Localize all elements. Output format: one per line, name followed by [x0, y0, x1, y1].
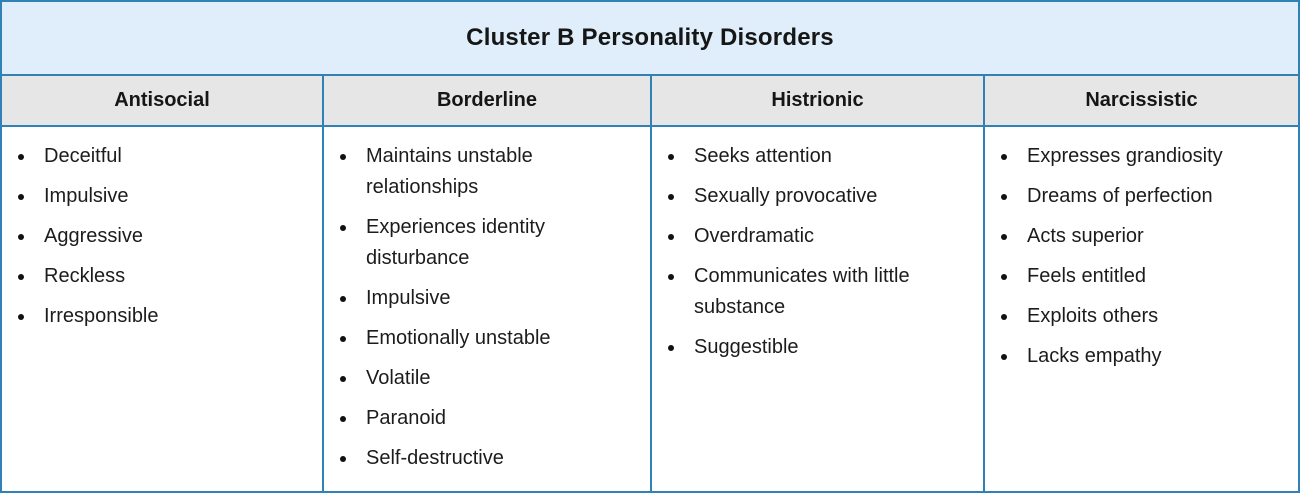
narcissistic-traits-list: Expresses grandiosityDreams of perfectio…: [985, 141, 1298, 372]
trait-item: Impulsive: [358, 283, 638, 314]
trait-item: Exploits others: [1019, 301, 1286, 332]
trait-item: Maintains unstable relationships: [358, 141, 638, 203]
trait-item: Feels entitled: [1019, 261, 1286, 292]
trait-item: Communicates with little substance: [686, 261, 971, 323]
trait-item: Lacks empathy: [1019, 341, 1286, 372]
antisocial-traits-list: DeceitfulImpulsiveAggressiveRecklessIrre…: [2, 141, 322, 332]
trait-item: Volatile: [358, 363, 638, 394]
column-header-antisocial: Antisocial: [2, 76, 324, 125]
trait-item: Self-destructive: [358, 443, 638, 474]
trait-item: Paranoid: [358, 403, 638, 434]
table-title-row: Cluster B Personality Disorders: [2, 2, 1298, 76]
antisocial-traits-cell: DeceitfulImpulsiveAggressiveRecklessIrre…: [2, 127, 324, 491]
table-body: DeceitfulImpulsiveAggressiveRecklessIrre…: [2, 127, 1298, 491]
trait-item: Emotionally unstable: [358, 323, 638, 354]
column-header-row: Antisocial Borderline Histrionic Narciss…: [2, 76, 1298, 127]
trait-item: Experiences identity disturbance: [358, 212, 638, 274]
trait-item: Suggestible: [686, 332, 971, 363]
trait-item: Sexually provocative: [686, 181, 971, 212]
table-title: Cluster B Personality Disorders: [466, 24, 834, 51]
trait-item: Deceitful: [36, 141, 310, 172]
trait-item: Overdramatic: [686, 221, 971, 252]
trait-item: Acts superior: [1019, 221, 1286, 252]
trait-item: Aggressive: [36, 221, 310, 252]
trait-item: Seeks attention: [686, 141, 971, 172]
borderline-traits-cell: Maintains unstable relationshipsExperien…: [324, 127, 652, 491]
narcissistic-traits-cell: Expresses grandiosityDreams of perfectio…: [985, 127, 1298, 491]
column-header-histrionic: Histrionic: [652, 76, 985, 125]
borderline-traits-list: Maintains unstable relationshipsExperien…: [324, 141, 650, 474]
trait-item: Impulsive: [36, 181, 310, 212]
trait-item: Reckless: [36, 261, 310, 292]
column-header-borderline: Borderline: [324, 76, 652, 125]
histrionic-traits-cell: Seeks attentionSexually provocativeOverd…: [652, 127, 985, 491]
trait-item: Irresponsible: [36, 301, 310, 332]
trait-item: Expresses grandiosity: [1019, 141, 1286, 172]
column-header-narcissistic: Narcissistic: [1085, 89, 1198, 111]
histrionic-traits-list: Seeks attentionSexually provocativeOverd…: [652, 141, 983, 363]
trait-item: Dreams of perfection: [1019, 181, 1286, 212]
